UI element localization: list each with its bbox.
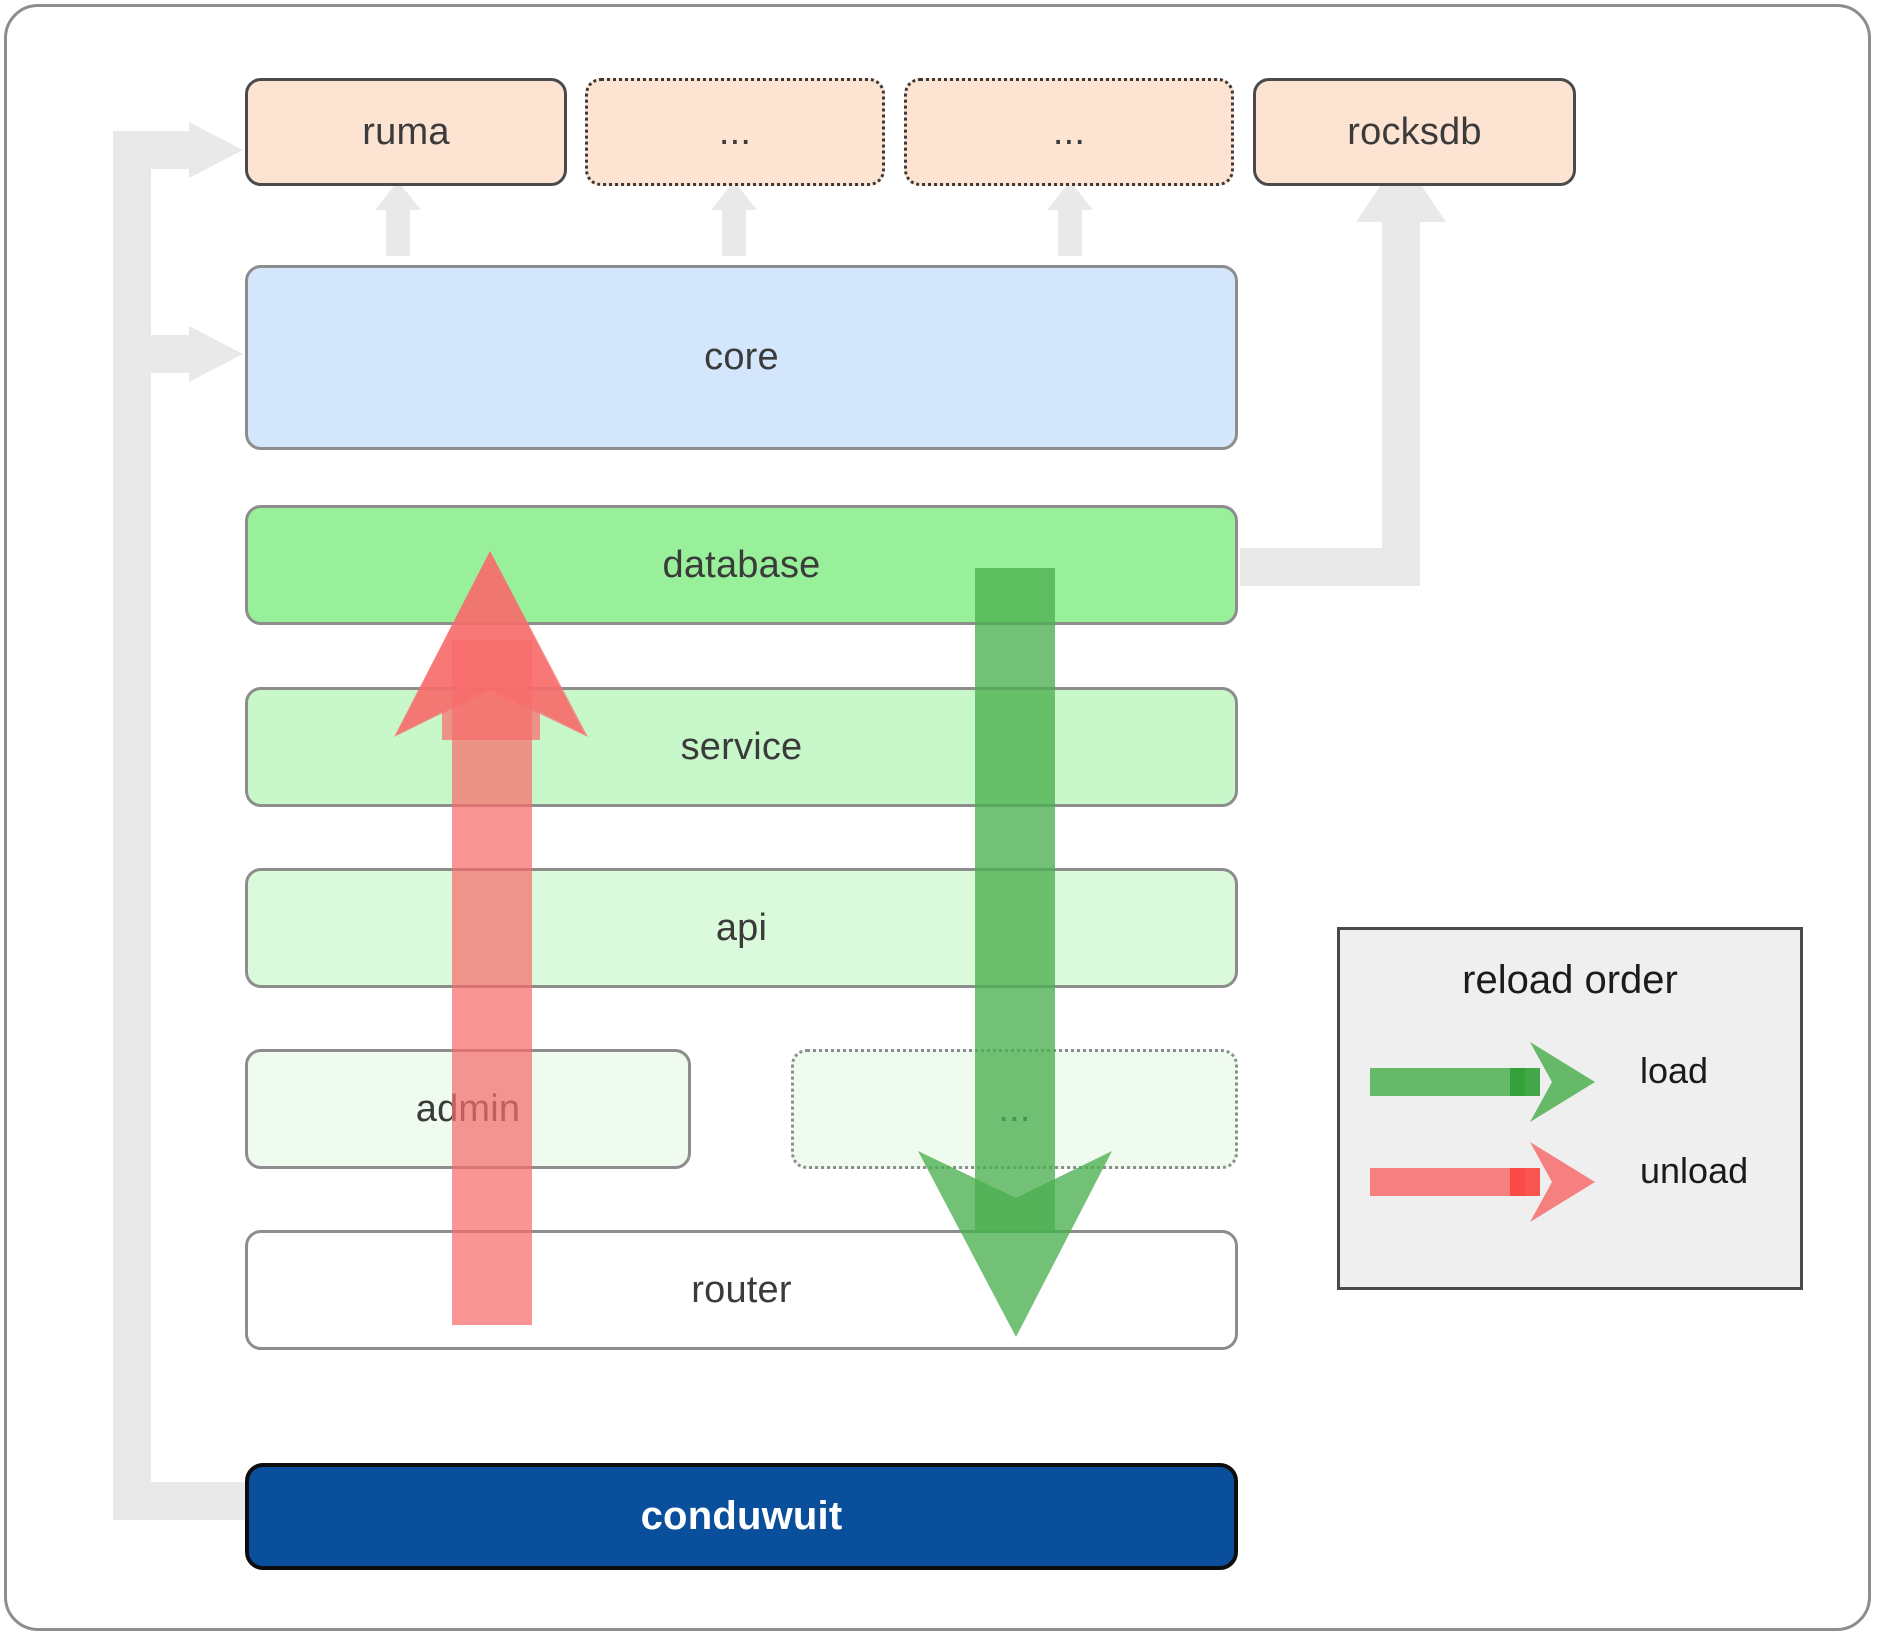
layer-box-admin[interactable]: admin: [245, 1049, 691, 1169]
dependency-box-dots2[interactable]: ...: [904, 78, 1234, 186]
core-box[interactable]: core: [245, 265, 1238, 450]
layer-box-api[interactable]: api: [245, 868, 1238, 988]
layer-label-extra: ...: [998, 1087, 1031, 1130]
legend-unload-arrow-icon: [1370, 1142, 1595, 1222]
core-label: core: [704, 336, 779, 378]
legend-label-load: load: [1640, 1050, 1709, 1091]
layer-label-api: api: [715, 906, 768, 949]
layer-label-router: router: [691, 1268, 792, 1311]
legend-label-unload: unload: [1640, 1150, 1749, 1191]
dependency-label-dots1: ...: [718, 110, 752, 153]
layer-label-database: database: [662, 543, 821, 586]
dependency-box-ruma[interactable]: ruma: [245, 78, 567, 186]
legend-load-arrow-icon: [1370, 1042, 1595, 1122]
layer-box-database[interactable]: database: [245, 505, 1238, 625]
diagram-frame: [4, 4, 1871, 1631]
dependency-label-rocksdb: rocksdb: [1347, 110, 1482, 153]
dependency-box-rocksdb[interactable]: rocksdb: [1253, 78, 1576, 186]
dependency-box-dots1[interactable]: ...: [585, 78, 885, 186]
dependency-label-ruma: ruma: [362, 110, 450, 153]
binary-label: conduwuit: [640, 1494, 843, 1538]
dependency-label-dots2: ...: [1052, 110, 1086, 153]
legend-panel: reload order load unload: [1337, 927, 1803, 1290]
layer-box-router[interactable]: router: [245, 1230, 1238, 1350]
legend-title: reload order: [1462, 958, 1678, 1002]
layer-label-admin: admin: [415, 1087, 521, 1130]
layer-box-extra[interactable]: ...: [791, 1049, 1238, 1169]
binary-box-conduwuit[interactable]: conduwuit: [245, 1463, 1238, 1570]
layer-label-service: service: [680, 725, 803, 768]
layer-box-service[interactable]: service: [245, 687, 1238, 807]
